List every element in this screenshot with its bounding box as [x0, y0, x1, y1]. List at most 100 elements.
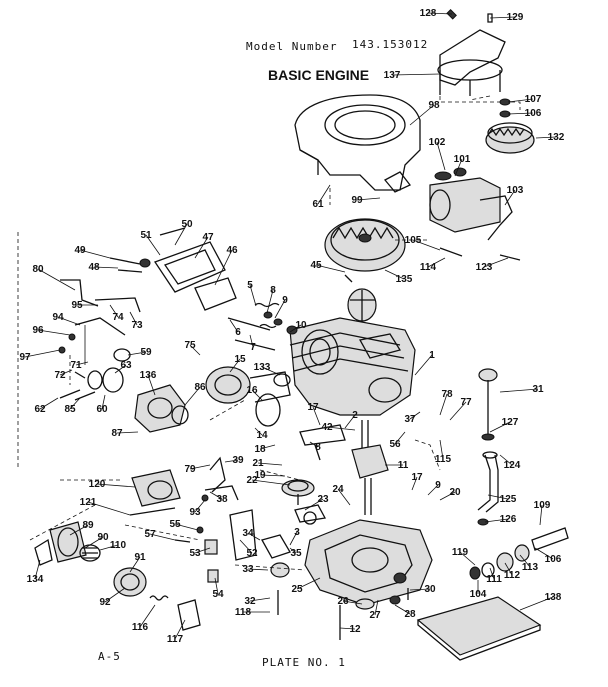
callout-101: 101: [454, 154, 471, 165]
air-filter-parts: [34, 521, 201, 631]
callout-17: 17: [307, 402, 319, 413]
callout-leader-114: [427, 257, 446, 268]
callout-138: 138: [545, 592, 562, 603]
callout-leader-9: [274, 299, 286, 319]
callout-leader-34: [247, 532, 261, 541]
callout-leader-50: [174, 223, 188, 246]
callout-leader-98: [409, 104, 435, 126]
callout-leader-63: [114, 364, 127, 374]
callout-93: 93: [189, 507, 201, 518]
callout-23: 23: [317, 494, 329, 505]
callout-leader-90: [84, 536, 104, 549]
callout-leader-3: [289, 531, 298, 546]
callout-27: 27: [369, 610, 381, 621]
callout-17: 17: [411, 472, 423, 483]
callout-leader-96: [37, 329, 71, 336]
callout-leader-24: [337, 488, 351, 506]
callout-113: 113: [522, 562, 539, 573]
callout-50: 50: [181, 219, 193, 230]
callout-leader-10: [289, 324, 302, 333]
callout-33: 33: [242, 564, 254, 575]
callout-leader-124: [499, 454, 513, 466]
callout-34: 34: [242, 528, 254, 539]
callout-14: 14: [256, 430, 268, 441]
callout-54: 54: [212, 589, 224, 600]
callout-120: 120: [89, 479, 106, 490]
callout-leader-30: [409, 588, 431, 591]
blower-housing-98: [294, 94, 421, 193]
plate-number: PLATE NO. 1: [262, 656, 346, 669]
callout-leader-85: [69, 397, 81, 410]
callout-49: 49: [74, 245, 86, 256]
callout-leader-127: [489, 421, 511, 433]
callout-20: 20: [449, 487, 461, 498]
callout-3: 3: [294, 527, 300, 538]
callout-leader-86: [184, 386, 201, 406]
callout-47: 47: [202, 232, 214, 243]
callout-leader-136: [147, 374, 156, 396]
callout-56: 56: [389, 439, 401, 450]
callout-94: 94: [52, 312, 64, 323]
callout-53: 53: [189, 548, 201, 559]
callout-123: 123: [476, 262, 493, 273]
callout-leader-31: [499, 388, 539, 393]
callout-leader-37: [409, 411, 421, 420]
callout-16: 16: [246, 385, 258, 396]
callout-leader-2: [344, 414, 356, 429]
callout-leader-57: [149, 533, 176, 541]
callout-leader-62: [39, 397, 59, 410]
callout-leader-106: [507, 112, 534, 115]
callout-74: 74: [112, 312, 124, 323]
callout-30: 30: [424, 584, 436, 595]
callout-leader-110: [99, 544, 119, 551]
callout-leader-129: [489, 16, 516, 19]
callout-38: 38: [216, 494, 228, 505]
callout-90: 90: [97, 532, 109, 543]
callout-leader-132: [535, 136, 557, 139]
callout-leader-121: [87, 501, 131, 516]
callout-106: 106: [545, 554, 562, 565]
callout-leader-97: [24, 349, 61, 358]
callout-leader-26: [342, 600, 363, 605]
starter-cup-132: [485, 122, 535, 154]
callout-leader-111: [489, 567, 495, 580]
callout-leader-52: [239, 539, 253, 554]
callout-leader-135: [384, 269, 405, 280]
callout-leader-56: [394, 431, 406, 445]
callout-leader-8: [266, 289, 274, 314]
callout-5: 5: [247, 280, 253, 291]
callout-35: 35: [290, 548, 302, 559]
callout-leader-25: [296, 577, 321, 590]
callout-leader-12: [339, 627, 356, 630]
callout-48: 48: [88, 262, 100, 273]
callout-22: 22: [246, 475, 258, 486]
callout-leader-27: [374, 599, 379, 616]
callout-121: 121: [80, 497, 97, 508]
callout-133: 133: [254, 362, 271, 373]
callout-60: 60: [96, 404, 108, 415]
callout-leader-15: [229, 358, 241, 373]
callout-6: 6: [235, 327, 241, 338]
callout-126: 126: [500, 514, 517, 525]
callout-31: 31: [532, 384, 544, 395]
callout-leader-89: [69, 524, 89, 536]
callout-leader-119: [459, 551, 476, 566]
callout-leader-20: [439, 491, 456, 501]
callout-26: 26: [337, 596, 349, 607]
callout-85: 85: [64, 404, 76, 415]
callout-24: 24: [332, 484, 344, 495]
callout-116: 116: [132, 622, 149, 633]
callout-leader-112: [504, 562, 513, 576]
callout-leader-18: [259, 444, 276, 450]
callout-12: 12: [349, 624, 361, 635]
callout-leader-48: [93, 266, 119, 269]
callout-8: 8: [270, 285, 276, 296]
flywheel-135: [324, 218, 406, 272]
callout-103: 103: [507, 185, 524, 196]
callout-leader-28: [394, 604, 411, 615]
callout-77: 77: [460, 397, 472, 408]
callout-leader-6: [229, 319, 239, 333]
callout-124: 124: [504, 460, 521, 471]
callout-62: 62: [34, 404, 46, 415]
